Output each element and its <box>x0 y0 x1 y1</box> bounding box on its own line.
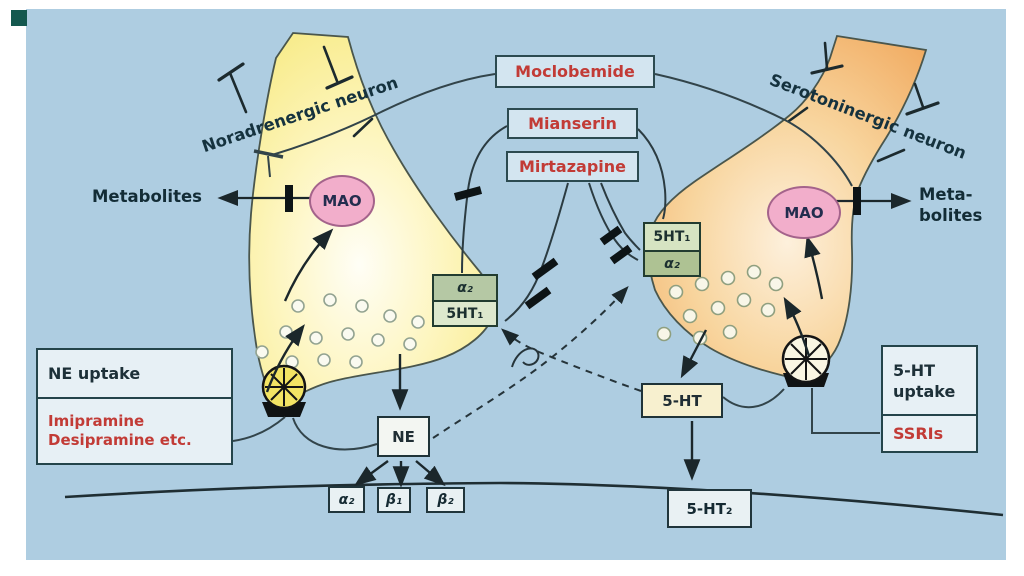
right-presynaptic-receptors: 5HT₁ α₂ <box>643 222 701 277</box>
blocker-bars <box>453 186 633 310</box>
imipramine-label: Imipramine <box>48 412 145 430</box>
corner-marker <box>11 10 27 26</box>
left-presynaptic-receptors: α₂ 5HT₁ <box>432 274 498 327</box>
post-beta1-receptor: β₁ <box>377 487 411 513</box>
post-beta2-label: β₂ <box>437 492 454 508</box>
ne-uptake-cell: NE uptake <box>38 350 231 397</box>
post-alpha2-receptor: α₂ <box>328 486 365 513</box>
vesicles-right <box>656 264 784 346</box>
tca-cell: Imipramine Desipramine etc. <box>38 397 231 463</box>
post-5ht2-receptor: 5-HT₂ <box>667 489 752 528</box>
post-alpha2-label: α₂ <box>338 491 355 508</box>
post-beta2-receptor: β₂ <box>426 487 465 513</box>
mianserin-box: Mianserin <box>507 108 638 139</box>
mao-left-ellipse: MAO <box>309 175 375 227</box>
moclobemide-arcs <box>253 73 853 187</box>
connector-lines <box>232 388 880 451</box>
left-alpha2-receptor: α₂ <box>434 276 496 300</box>
vesicles-left <box>255 293 425 369</box>
left-5ht1-receptor: 5HT₁ <box>434 300 496 325</box>
ssris-cell: SSRIs <box>883 414 976 451</box>
ne-label: NE <box>392 427 415 446</box>
serotonin-transporter-wheel <box>781 334 831 387</box>
ne-uptake-box: NE uptake Imipramine Desipramine etc. <box>36 348 233 465</box>
mirtazapine-box: Mirtazapine <box>506 151 639 182</box>
mao-right-ellipse: MAO <box>767 186 841 239</box>
ne-box: NE <box>377 416 430 457</box>
axon-tbars <box>217 41 940 163</box>
post-5ht2-label: 5-HT₂ <box>686 499 733 518</box>
metabolites-right-line1: Meta- <box>919 185 973 204</box>
metabolites-right-line2: bolites <box>919 206 983 225</box>
mao-right-label: MAO <box>784 203 824 222</box>
mirtazapine-label: Mirtazapine <box>518 157 627 176</box>
ht-uptake-cell: 5-HT uptake <box>883 347 976 414</box>
ht-box: 5-HT <box>641 383 723 418</box>
right-5ht1-receptor: 5HT₁ <box>645 224 699 250</box>
ht-uptake-box: 5-HT uptake SSRIs <box>881 345 978 453</box>
post-beta1-label: β₁ <box>385 492 403 508</box>
desipramine-label: Desipramine etc. <box>48 431 192 449</box>
solid-arrows <box>265 228 824 488</box>
feedback-dashed-arrows <box>432 286 642 439</box>
metabolites-left-label: Metabolites <box>92 187 202 206</box>
ne-uptake-label: NE uptake <box>48 364 141 383</box>
crossing-squiggle <box>511 347 540 368</box>
right-alpha2-receptor: α₂ <box>645 250 699 275</box>
ht-label: 5-HT <box>662 391 702 410</box>
ssris-label: SSRIs <box>893 424 944 443</box>
ne-transporter-wheel <box>261 364 307 417</box>
moclobemide-box: Moclobemide <box>495 55 655 88</box>
postsynaptic-membrane <box>64 481 1004 517</box>
mao-left-label: MAO <box>322 192 362 210</box>
mianserin-label: Mianserin <box>528 114 617 133</box>
moclobemide-label: Moclobemide <box>515 62 635 81</box>
mao-metabolite-paths <box>217 185 912 215</box>
ht-uptake-label: 5-HT uptake <box>893 360 956 401</box>
metabolites-right-label: Meta- bolites <box>919 184 1009 226</box>
